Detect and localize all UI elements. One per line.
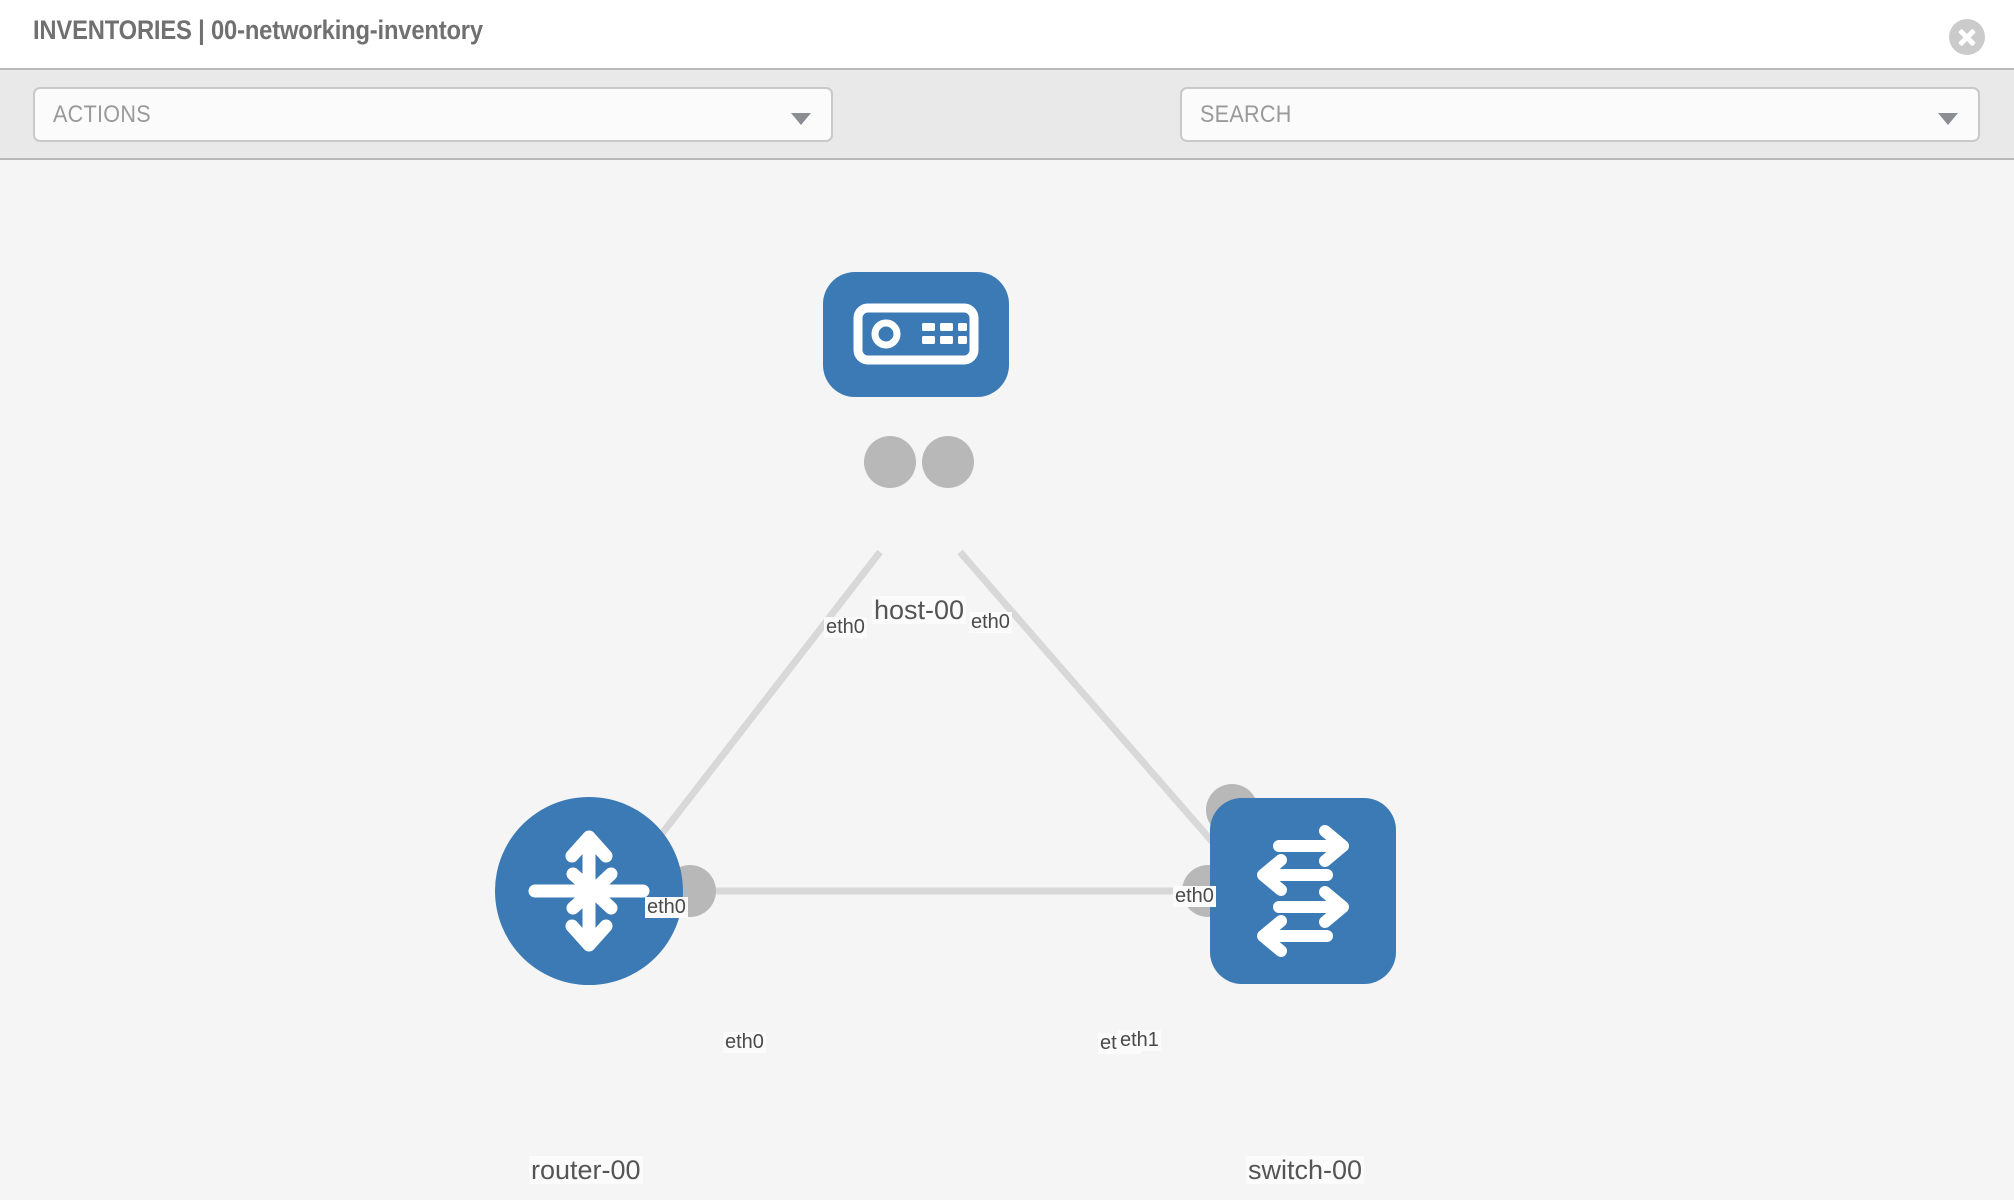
node-label-switch-00: switch-00 bbox=[1246, 1155, 1365, 1185]
edge-label: eth0 bbox=[969, 611, 1012, 633]
edge-label: eth0 bbox=[1173, 885, 1216, 907]
edge-label: eth0 bbox=[645, 896, 688, 918]
node-host-00[interactable] bbox=[823, 272, 1009, 397]
toolbar: ACTIONS SEARCH bbox=[0, 70, 2014, 201]
node-label-router-00: router-00 bbox=[529, 1155, 643, 1185]
chevron-down-icon bbox=[791, 113, 811, 125]
edge-label: eth0 bbox=[723, 1031, 766, 1053]
port-host-eth0-right bbox=[922, 436, 974, 488]
page-title: INVENTORIES | 00-networking-inventory bbox=[33, 15, 483, 45]
node-router-00[interactable] bbox=[495, 797, 683, 985]
link-host-switch bbox=[957, 549, 1233, 865]
chevron-down-icon[interactable] bbox=[1938, 113, 1958, 125]
edge-label: eth1 bbox=[1118, 1029, 1161, 1051]
topology-links bbox=[637, 549, 1233, 895]
actions-dropdown-label: ACTIONS bbox=[53, 101, 151, 128]
port-host-eth0-left bbox=[864, 436, 916, 488]
node-switch-00[interactable] bbox=[1210, 798, 1396, 984]
topology-canvas[interactable]: host-00 router-00 switch-00 eth0 eth0 et… bbox=[0, 162, 2014, 1200]
topology-graph bbox=[495, 272, 1396, 985]
page-header: INVENTORIES | 00-networking-inventory bbox=[0, 0, 2014, 70]
close-icon[interactable] bbox=[1949, 19, 1985, 55]
actions-dropdown[interactable]: ACTIONS bbox=[33, 87, 833, 142]
node-label-host-00: host-00 bbox=[872, 595, 967, 625]
link-host-router bbox=[637, 549, 883, 865]
edge-label: eth0 bbox=[824, 616, 867, 638]
search-input[interactable]: SEARCH bbox=[1180, 87, 1980, 142]
topology-ports bbox=[664, 436, 1258, 917]
search-placeholder: SEARCH bbox=[1200, 101, 1292, 128]
